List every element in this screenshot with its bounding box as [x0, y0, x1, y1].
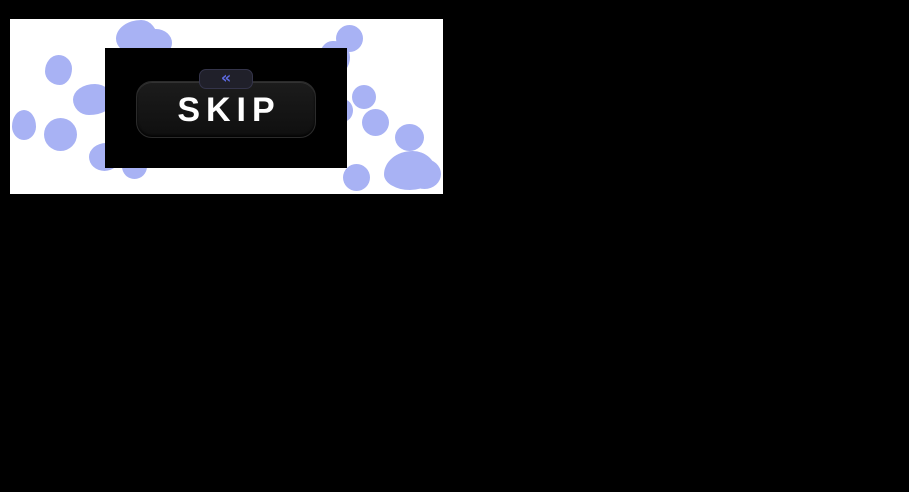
skip-button[interactable]: SKIP	[136, 81, 316, 138]
paint-blob	[12, 110, 36, 140]
paint-blob	[395, 124, 424, 151]
paint-blob	[343, 164, 370, 191]
paint-blob	[362, 109, 389, 136]
paint-blob	[352, 85, 376, 109]
double-chevron-left-icon: «	[220, 67, 232, 87]
collapse-pill-button[interactable]: «	[199, 69, 253, 89]
paint-blob	[408, 159, 441, 189]
skip-overlay: « SKIP	[105, 48, 347, 168]
paint-blob	[45, 55, 72, 85]
ad-panel: « SKIP	[10, 19, 443, 194]
skip-button-label: SKIP	[177, 90, 281, 129]
paint-blob	[44, 118, 77, 151]
